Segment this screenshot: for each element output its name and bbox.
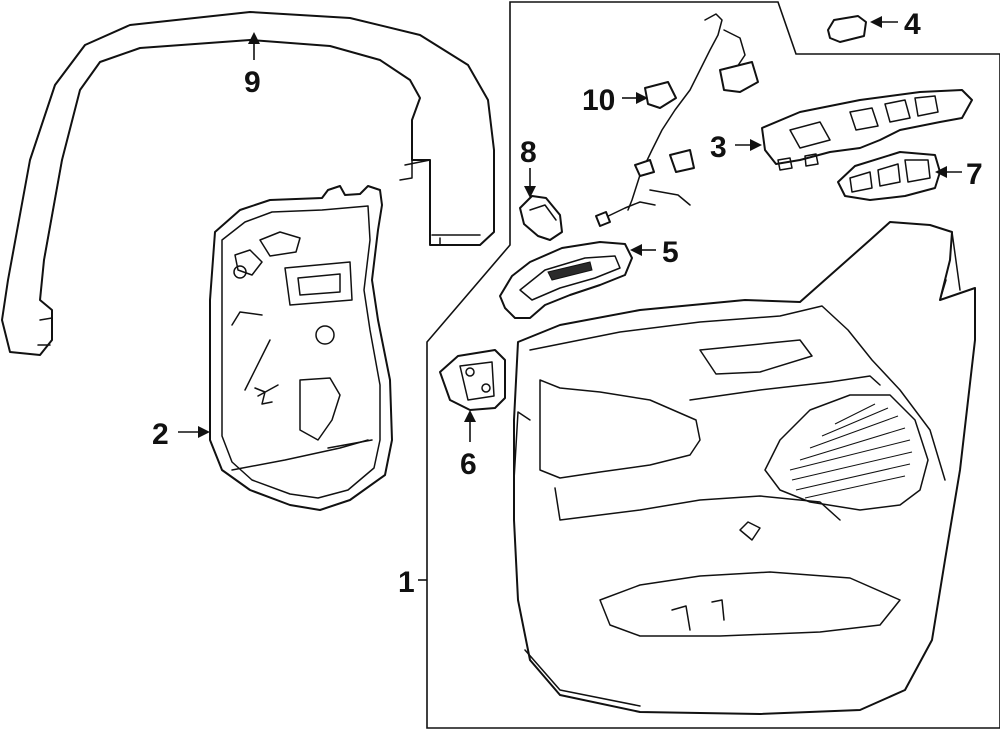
callout-6: 6 [460, 448, 477, 481]
callout-10: 10 [582, 84, 615, 117]
part-2-water-deflector [209, 185, 393, 511]
part-3-switch-bezel [761, 89, 973, 171]
callout-labels: 1 2 3 4 5 6 7 8 9 10 [152, 8, 983, 599]
part-8-switch [519, 195, 563, 241]
callout-5: 5 [662, 236, 679, 269]
part-10-wiring-harness [595, 13, 759, 227]
part-9-window-molding [1, 11, 495, 356]
part-1-door-trim-panel [513, 221, 976, 715]
part-6-bracket [439, 349, 506, 411]
callout-9: 9 [244, 66, 261, 99]
part-7-window-switch [837, 151, 941, 201]
part-4-clip [827, 15, 867, 43]
part-5-inside-handle [499, 241, 633, 319]
callout-1: 1 [398, 566, 415, 599]
callout-2: 2 [152, 418, 169, 451]
group-frame [426, 1, 1000, 729]
callout-4: 4 [904, 8, 921, 41]
leader-lines [178, 16, 962, 581]
callout-7: 7 [966, 158, 983, 191]
callout-8: 8 [520, 136, 537, 169]
callout-3: 3 [710, 131, 727, 164]
